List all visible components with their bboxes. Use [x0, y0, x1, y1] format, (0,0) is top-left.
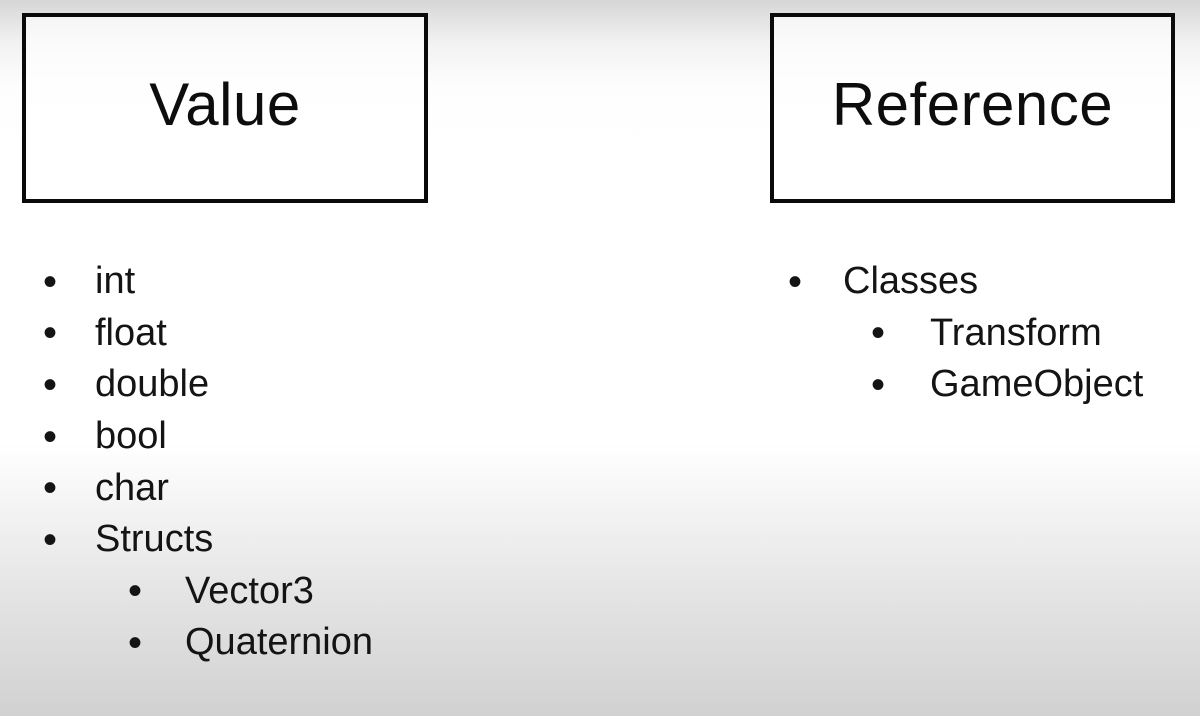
list-item-label: Transform [930, 311, 1102, 354]
bullet-icon: • [42, 362, 57, 407]
value-box-title: Value [149, 71, 301, 138]
list-item-label: Quaternion [185, 621, 374, 664]
value-type-box: Value [22, 13, 428, 203]
bullet-icon: • [870, 362, 885, 407]
reference-box-title: Reference [831, 71, 1114, 138]
list-item-label: double [95, 363, 210, 406]
bullet-icon: • [787, 259, 802, 304]
bullet-icon: • [42, 466, 57, 511]
list-item-char: • char [42, 462, 373, 514]
list-item-quaternion: • Quaternion [42, 617, 373, 669]
bullet-icon: • [127, 569, 142, 614]
bullet-icon: • [127, 620, 142, 665]
reference-types-list: • Classes • Transform • GameObject [787, 256, 1143, 411]
list-item-label: Vector3 [185, 569, 314, 612]
list-item-label: bool [95, 415, 167, 458]
bullet-icon: • [870, 311, 885, 356]
list-item-double: • double [42, 359, 373, 411]
reference-type-box: Reference [770, 13, 1175, 203]
bullet-icon: • [42, 259, 57, 304]
list-item-label: GameObject [930, 363, 1144, 406]
bullet-icon: • [42, 517, 57, 562]
list-item-label: int [95, 260, 136, 303]
list-item-bool: • bool [42, 411, 373, 463]
list-item-label: float [95, 311, 167, 354]
value-types-list: • int • float • double • bool • char • S… [42, 256, 373, 669]
list-item-label: Structs [95, 518, 214, 561]
list-item-label: Classes [843, 260, 979, 303]
list-item-structs: • Structs [42, 514, 373, 566]
list-item-vector3: • Vector3 [42, 566, 373, 618]
bullet-icon: • [42, 311, 57, 356]
list-item-float: • float [42, 308, 373, 360]
list-item-label: char [95, 466, 169, 509]
list-item-gameobject: • GameObject [787, 359, 1143, 411]
list-item-int: • int [42, 256, 373, 308]
list-item-transform: • Transform [787, 308, 1143, 360]
bullet-icon: • [42, 414, 57, 459]
list-item-classes: • Classes [787, 256, 1143, 308]
